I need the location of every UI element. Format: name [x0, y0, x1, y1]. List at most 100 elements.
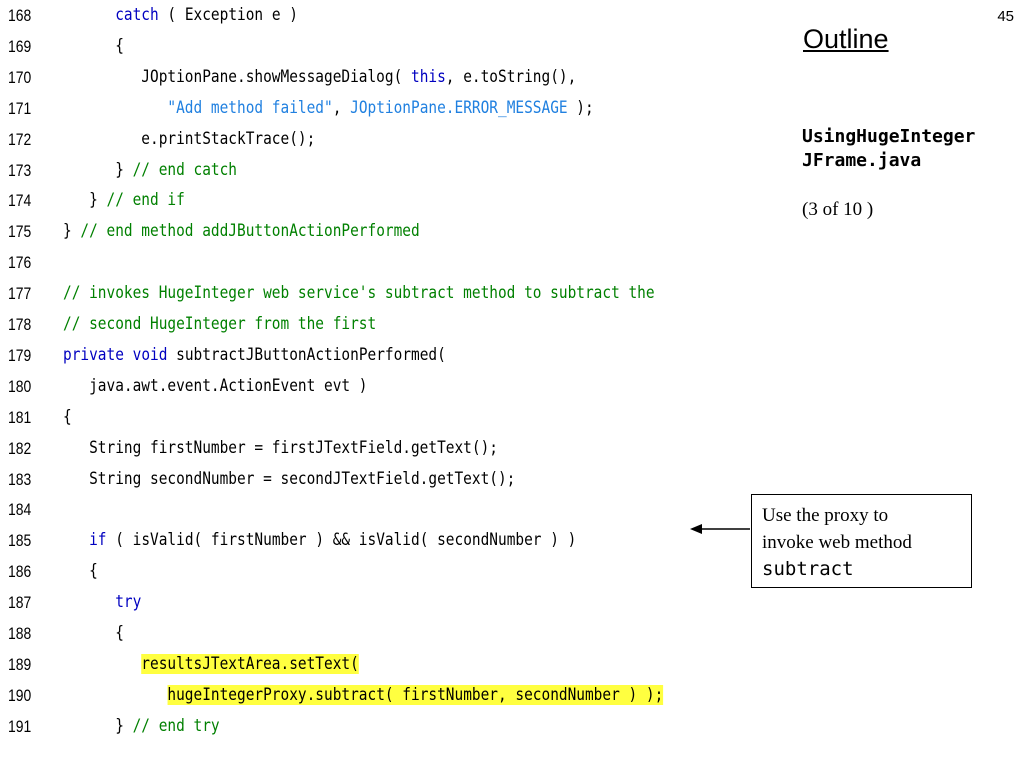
line-number: 172	[8, 129, 32, 149]
line-number: 176	[8, 253, 32, 273]
code-text: String firstNumber = firstJTextField.get…	[63, 433, 498, 464]
code-text: catch ( Exception e )	[63, 0, 298, 31]
code-segment: String secondNumber = secondJTextField.g…	[63, 468, 516, 489]
code-line: 190 hugeIntegerProxy.subtract( firstNumb…	[0, 680, 740, 711]
code-text: {	[63, 402, 72, 433]
callout-text-line-1: Use the proxy to	[762, 505, 889, 526]
line-number: 175	[8, 222, 32, 242]
code-line: 186 {	[0, 556, 740, 587]
page-number: 45	[997, 8, 1014, 25]
code-text: JOptionPane.showMessageDialog( this, e.t…	[63, 62, 576, 93]
line-number: 183	[8, 469, 32, 489]
code-text: try	[63, 587, 141, 618]
line-number: 184	[8, 500, 32, 520]
code-constant: JOptionPane.ERROR_MESSAGE	[350, 97, 568, 118]
code-keyword: void	[132, 344, 168, 365]
code-keyword: try	[115, 592, 142, 613]
code-text: "Add method failed", JOptionPane.ERROR_M…	[63, 93, 594, 124]
callout-method-name: subtract	[762, 558, 854, 580]
code-text: } // end if	[63, 185, 185, 216]
code-line: 172 e.printStackTrace();	[0, 124, 740, 155]
code-text: {	[63, 618, 124, 649]
line-number: 186	[8, 562, 32, 582]
code-segment	[63, 5, 115, 25]
code-line: 169 {	[0, 31, 740, 62]
code-listing: 168 catch ( Exception e )169 {170 JOptio…	[0, 0, 740, 742]
code-line: 168 catch ( Exception e )	[0, 0, 740, 31]
code-segment: ( isValid( firstNumber ) && isValid( sec…	[106, 530, 577, 551]
code-text: String secondNumber = secondJTextField.g…	[63, 464, 515, 495]
code-text: e.printStackTrace();	[63, 124, 315, 155]
code-segment: }	[63, 715, 133, 736]
callout-text-line-2: invoke web method	[762, 532, 912, 553]
code-text: {	[63, 556, 98, 587]
line-number: 169	[8, 36, 32, 56]
code-keyword: if	[89, 530, 107, 551]
code-segment: {	[63, 35, 124, 56]
line-number: 191	[8, 716, 32, 736]
line-number: 173	[8, 160, 32, 180]
code-text: if ( isValid( firstNumber ) && isValid( …	[63, 525, 576, 556]
callout-arrow-icon	[690, 524, 750, 534]
line-number: 189	[8, 654, 32, 674]
code-segment: ( Exception e )	[158, 5, 298, 25]
line-number: 182	[8, 438, 32, 458]
code-segment	[63, 592, 115, 612]
file-name-line-2: JFrame.java	[802, 150, 922, 171]
code-line: 183 String secondNumber = secondJTextFie…	[0, 464, 740, 495]
code-segment	[63, 530, 89, 550]
code-line: 180 java.awt.event.ActionEvent evt )	[0, 371, 740, 402]
code-line: 185 if ( isValid( firstNumber ) && isVal…	[0, 525, 740, 556]
code-comment: // end catch	[132, 159, 238, 180]
code-line: 182 String firstNumber = firstJTextField…	[0, 433, 740, 464]
line-number: 190	[8, 685, 32, 705]
code-line: 173 } // end catch	[0, 155, 740, 186]
file-name: UsingHugeInteger JFrame.java	[802, 125, 975, 173]
code-text: } // end try	[63, 711, 220, 742]
code-comment: // end try	[132, 715, 220, 736]
code-segment	[63, 98, 167, 118]
code-segment: }	[63, 221, 81, 242]
line-number: 177	[8, 284, 32, 304]
code-line: 175} // end method addJButtonActionPerfo…	[0, 216, 740, 247]
line-number: 178	[8, 315, 32, 334]
code-segment: {	[63, 623, 124, 643]
line-number: 168	[8, 6, 32, 25]
outline-title: Outline	[803, 24, 889, 54]
code-highlighted: resultsJTextArea.setText(	[141, 653, 359, 674]
file-name-line-1: UsingHugeInteger	[802, 126, 976, 147]
code-line: 176	[0, 247, 740, 278]
code-keyword: private	[63, 344, 124, 365]
code-comment: // end method addJButtonActionPerformed	[80, 221, 420, 242]
code-text: } // end method addJButtonActionPerforme…	[63, 216, 420, 247]
code-segment: );	[567, 97, 594, 118]
code-line: 174 } // end if	[0, 185, 740, 216]
line-number: 181	[8, 407, 32, 427]
line-number: 174	[8, 191, 32, 211]
code-text: // second HugeInteger from the first	[63, 309, 376, 340]
code-string: "Add method failed"	[167, 97, 333, 118]
code-segment: {	[63, 406, 72, 427]
line-number: 179	[8, 345, 32, 365]
code-segment: e.printStackTrace();	[63, 128, 316, 149]
code-line: 191 } // end try	[0, 711, 740, 742]
code-line: 188 {	[0, 618, 740, 649]
code-segment: subtractJButtonActionPerformed(	[167, 344, 446, 365]
code-segment	[63, 685, 167, 705]
code-segment: }	[63, 159, 133, 180]
line-number: 171	[8, 98, 32, 118]
code-line: 179 private void subtractJButtonActionPer…	[0, 340, 740, 371]
line-number: 170	[8, 67, 32, 87]
code-text: java.awt.event.ActionEvent evt )	[63, 371, 367, 402]
code-keyword: this	[410, 66, 446, 87]
code-text: {	[63, 31, 124, 62]
code-line: 184	[0, 494, 740, 525]
code-comment: // end if	[106, 190, 185, 211]
code-text: hugeIntegerProxy.subtract( firstNumber, …	[63, 680, 664, 711]
code-segment: ,	[332, 97, 351, 118]
code-comment: // invokes HugeInteger web service's sub…	[63, 283, 655, 304]
code-segment: java.awt.event.ActionEvent evt )	[63, 375, 368, 396]
code-line: 181 {	[0, 402, 740, 433]
line-number: 188	[8, 624, 32, 643]
code-line: 189 resultsJTextArea.setText(	[0, 649, 740, 680]
